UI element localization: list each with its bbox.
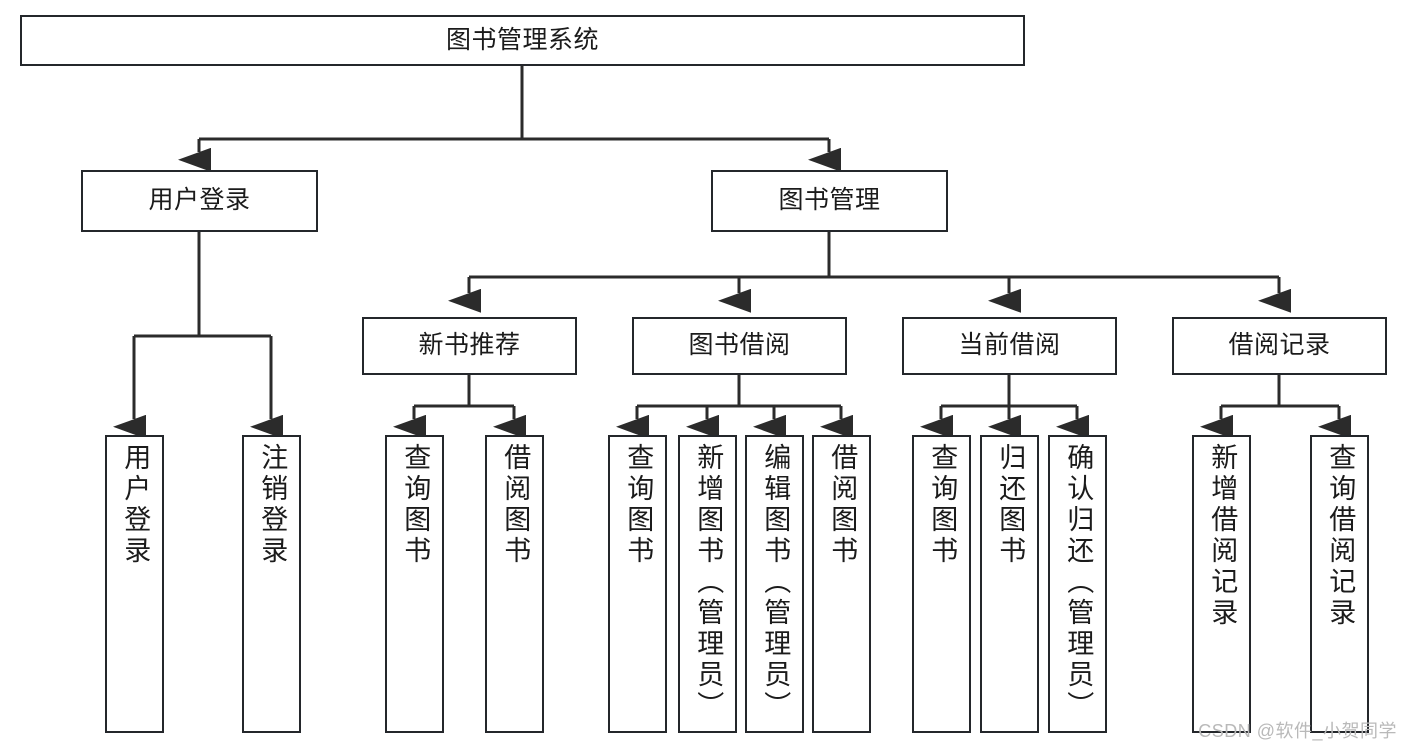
node-leaf-add-record[interactable]: 新增借阅记录 <box>1192 435 1251 733</box>
node-borrow-record[interactable]: 借阅记录 <box>1172 317 1387 375</box>
node-leaf-logout-login-label: 注销登录 <box>257 443 288 567</box>
node-leaf-confirm-return-label: 确认归还（管理员） <box>1063 443 1094 722</box>
node-leaf-query-book-2[interactable]: 查询图书 <box>608 435 667 733</box>
node-book-borrow[interactable]: 图书借阅 <box>632 317 847 375</box>
node-root[interactable]: 图书管理系统 <box>20 15 1025 66</box>
node-current-borrow-label: 当前借阅 <box>958 331 1061 360</box>
node-leaf-query-book-1[interactable]: 查询图书 <box>385 435 444 733</box>
node-leaf-borrow-book-2[interactable]: 借阅图书 <box>812 435 871 733</box>
node-leaf-borrow-book-1[interactable]: 借阅图书 <box>485 435 544 733</box>
node-leaf-borrow-book-1-label: 借阅图书 <box>500 443 531 567</box>
node-leaf-return-book-label: 归还图书 <box>995 443 1026 567</box>
node-leaf-query-record-label: 查询借阅记录 <box>1325 443 1356 629</box>
node-leaf-add-book-label: 新增图书（管理员） <box>693 443 724 722</box>
node-current-borrow[interactable]: 当前借阅 <box>902 317 1117 375</box>
watermark: CSDN @软件_小贺同学 <box>1198 721 1397 741</box>
node-user-login[interactable]: 用户登录 <box>81 170 318 232</box>
node-leaf-user-login-label: 用户登录 <box>120 443 151 567</box>
node-leaf-logout-login[interactable]: 注销登录 <box>242 435 301 733</box>
node-leaf-query-record[interactable]: 查询借阅记录 <box>1310 435 1369 733</box>
node-leaf-return-book[interactable]: 归还图书 <box>980 435 1039 733</box>
node-leaf-query-book-1-label: 查询图书 <box>400 443 431 567</box>
node-book-borrow-label: 图书借阅 <box>688 331 791 360</box>
node-borrow-record-label: 借阅记录 <box>1228 331 1331 360</box>
node-leaf-add-record-label: 新增借阅记录 <box>1207 443 1238 629</box>
node-leaf-query-book-3[interactable]: 查询图书 <box>912 435 971 733</box>
node-root-label: 图书管理系统 <box>445 25 599 54</box>
node-leaf-query-book-2-label: 查询图书 <box>623 443 654 567</box>
node-leaf-add-book[interactable]: 新增图书（管理员） <box>678 435 737 733</box>
node-leaf-edit-book-label: 编辑图书（管理员） <box>760 443 791 722</box>
node-user-login-label: 用户登录 <box>148 186 251 215</box>
node-leaf-query-book-3-label: 查询图书 <box>927 443 958 567</box>
node-new-book-recommend[interactable]: 新书推荐 <box>362 317 577 375</box>
node-book-management[interactable]: 图书管理 <box>711 170 948 232</box>
node-new-book-recommend-label: 新书推荐 <box>418 331 521 360</box>
node-leaf-confirm-return[interactable]: 确认归还（管理员） <box>1048 435 1107 733</box>
node-leaf-user-login[interactable]: 用户登录 <box>105 435 164 733</box>
node-leaf-edit-book[interactable]: 编辑图书（管理员） <box>745 435 804 733</box>
node-leaf-borrow-book-2-label: 借阅图书 <box>827 443 858 567</box>
node-book-management-label: 图书管理 <box>778 186 881 215</box>
